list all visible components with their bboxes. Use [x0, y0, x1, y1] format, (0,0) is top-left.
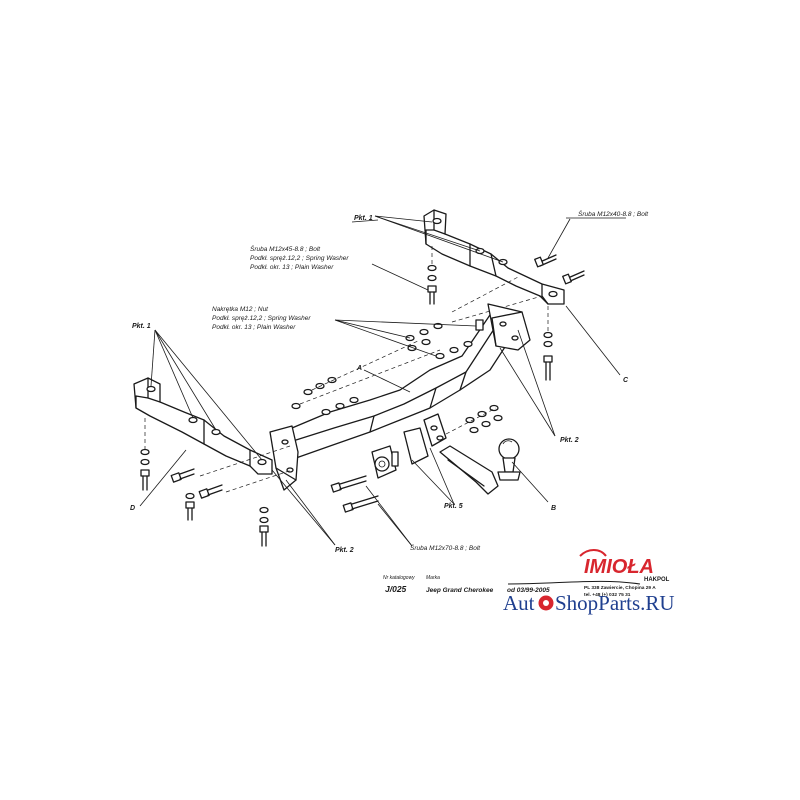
left-horizontal-bolt-1: [170, 468, 195, 483]
callout-nut-m12-line1: Nakrętka M12 ; Nut: [212, 306, 269, 313]
label-pkt1-left: Pkt. 1: [132, 323, 151, 330]
bolt-m12x70-2: [342, 495, 379, 513]
address-line2: tel. +48 (+) 032 75 31: [584, 592, 631, 598]
label-pkt1-top: Pkt. 1: [354, 215, 373, 222]
leader-lines: [139, 215, 626, 547]
center-washer-stack: [445, 404, 503, 435]
label-letter-b: B: [551, 505, 556, 512]
label-pkt2-right: Pkt. 2: [560, 437, 579, 444]
label-letter-c: C: [623, 377, 629, 384]
left-horizontal-bolt-2: [198, 484, 223, 499]
company-logo: IMIOŁA HAKPOL PL 338 Zawiercie, Chopina …: [507, 549, 670, 598]
tow-ball-neck: [439, 438, 521, 495]
right-mounting-plate: [487, 303, 531, 351]
brand-value: Jeep Grand Cherokee: [426, 587, 494, 594]
watermark-suffix: ShopParts.RU: [555, 591, 675, 615]
catalog-header: Nr katalogowy: [383, 575, 415, 581]
label-pkt5: Pkt. 5: [444, 503, 463, 510]
bolt-m12x45-stack: [427, 246, 437, 305]
nut-washer-stacks: [291, 319, 484, 416]
label-pkt2-bottom: Pkt. 2: [335, 547, 354, 554]
callout-bolt-m12x70: Śruba M12x70-8.8 ; Bolt: [410, 543, 481, 552]
callout-bolt-m12x40: Śruba M12x40-8.8 ; Bolt: [578, 209, 649, 218]
left-mounting-plate: [269, 425, 299, 491]
left-vertical-bolt: [140, 418, 150, 491]
left-lower-bolt: [185, 492, 195, 521]
top-right-bracket: [423, 209, 565, 305]
label-letter-d: D: [130, 505, 135, 512]
label-letter-a: A: [356, 365, 362, 372]
watermark-prefix: Aut: [503, 591, 535, 615]
left-bottom-bolt: [259, 506, 269, 547]
catalog-value: J/025: [385, 584, 407, 594]
callout-nut-m12-line2: Podkł. spręż.12,2 ; Spring Washer: [212, 315, 311, 322]
tow-ball-mount-bracket: [423, 413, 447, 447]
bolt-m12x70-1: [330, 475, 367, 493]
brand-header: Marka: [426, 575, 440, 581]
title-block: Nr katalogowy J/025 Marka Jeep Grand Che…: [383, 575, 550, 594]
callout-nut-m12-line3: Podkł. okr. 13 ; Plain Washer: [212, 324, 296, 331]
date-value: od 03/99-2005: [507, 587, 550, 594]
left-bracket: [133, 377, 273, 475]
callout-bolt-m12x45-line3: Podkł. okr. 13 ; Plain Washer: [250, 264, 334, 271]
electrical-socket-plate: [371, 427, 429, 479]
bolt-m12x40-lower: [562, 270, 585, 285]
bolt-m12x40-upper: [534, 254, 557, 268]
logo-sub: HAKPOL: [644, 577, 670, 583]
logo-text: IMIOŁA: [584, 556, 654, 578]
callout-bolt-m12x45-line1: Śruba M12x45-8.8 ; Bolt: [250, 244, 321, 253]
watermark: Aut ShopParts.RU: [503, 591, 675, 615]
bolt-right-vertical: [543, 306, 553, 381]
address-line1: PL 338 Zawiercie, Chopina 29 A: [584, 585, 656, 591]
callout-bolt-m12x45-line2: Podkł. spręż.12,2 ; Spring Washer: [250, 255, 349, 262]
